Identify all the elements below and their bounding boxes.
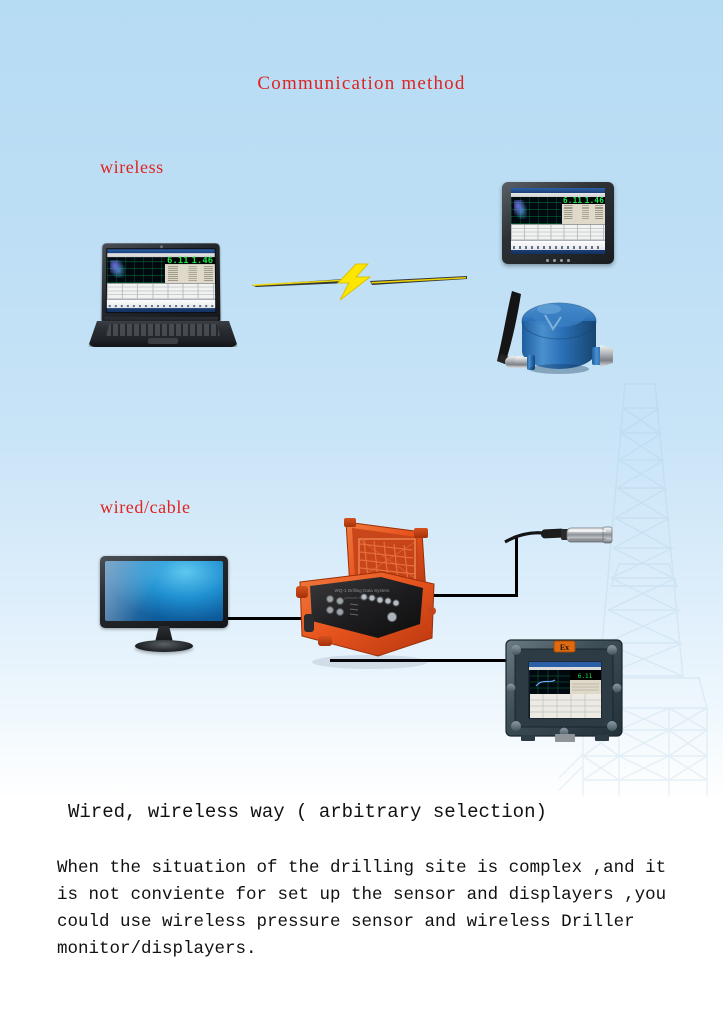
paragraph-line: monitor/displayers. — [57, 939, 257, 959]
monitor-mount — [555, 734, 575, 742]
param-row — [563, 205, 603, 207]
monitor-bezel — [100, 556, 228, 628]
chart-trace — [513, 199, 527, 219]
ex-badge — [553, 640, 576, 653]
param-row — [167, 269, 213, 271]
param-row — [563, 213, 603, 216]
param-row — [167, 271, 213, 273]
app-data-table — [511, 223, 605, 241]
page-title: Communication method — [257, 73, 466, 94]
case-latch — [344, 518, 356, 527]
cable-monitor-to-case — [224, 617, 312, 620]
tablet-button-dot — [560, 259, 563, 262]
paragraph-line: When the situation of the drilling site … — [57, 858, 667, 878]
param-row — [167, 267, 213, 269]
readout-value-right: 1.46 — [584, 195, 604, 205]
monitor-neck — [155, 626, 173, 642]
app-body: 6.11 1.46 — [106, 256, 216, 283]
svg-text:WQ-1 Drilling Data System: WQ-1 Drilling Data System — [335, 588, 390, 593]
app-digital-readout: 6.11 1.46 — [165, 256, 215, 266]
data-acquisition-case: WQ-1 Drilling Data System pressure monit… — [286, 516, 438, 676]
cable-case-to-pressure-sensor-riser — [515, 538, 518, 597]
svg-text:Ex: Ex — [560, 643, 569, 652]
sensor-body — [566, 527, 608, 543]
tablet-button-dot — [553, 259, 556, 262]
case-latch — [414, 528, 428, 538]
case-latch — [296, 586, 308, 598]
laptop-lid: 6.11 1.46 — [101, 243, 221, 322]
app-parameter-rows — [562, 204, 605, 224]
lightning-bolt-icon — [336, 263, 372, 301]
app-timeline-strip — [106, 299, 216, 309]
drilling-rig-watermark — [558, 378, 723, 798]
paragraph-line: is not conviente for set up the sensor a… — [57, 885, 667, 905]
param-row — [563, 209, 603, 211]
monitor-base — [135, 640, 193, 652]
param-row — [167, 265, 213, 267]
app-chart-panel — [511, 196, 562, 224]
monitoring-app-screen: 6.11 1.46 — [511, 188, 605, 254]
param-row — [563, 207, 603, 209]
case-control-panel — [310, 577, 423, 638]
laptop-touchpad — [148, 338, 178, 344]
param-row — [563, 218, 603, 220]
cable-case-to-pressure-sensor — [420, 594, 518, 597]
app-digital-readout: 6.11 1.46 — [561, 195, 605, 205]
param-row — [167, 275, 213, 277]
monitor-screen — [105, 561, 223, 621]
app-data-panel: 6.11 1.46 — [561, 195, 605, 224]
sensor-cable — [504, 531, 544, 544]
app-parameter-rows — [165, 264, 215, 283]
wireless-signal — [252, 262, 467, 302]
cable-pressure-sensor — [503, 524, 615, 560]
app-data-table — [106, 282, 216, 300]
param-row — [167, 273, 213, 275]
param-row — [563, 216, 603, 218]
tablet-frame: 6.11 1.46 — [502, 182, 614, 264]
laptop-keyboard — [106, 324, 220, 336]
svg-text:6.11: 6.11 — [578, 673, 593, 680]
tablet-button-dot — [546, 259, 549, 262]
monitoring-app-screen: 6.11 1.46 — [106, 249, 216, 313]
app-data-panel: 6.11 1.46 — [165, 256, 216, 283]
laptop-hinge — [104, 317, 218, 323]
param-row — [167, 279, 213, 281]
laptop: 6.11 1.46 — [88, 243, 238, 351]
case-handle — [304, 614, 314, 632]
wireless-pressure-sensor — [487, 285, 615, 385]
antenna-icon — [497, 291, 521, 364]
paragraph-line: could use wireless pressure sensor and w… — [57, 912, 635, 932]
app-toolbar — [511, 192, 605, 197]
case-connectors — [326, 593, 400, 623]
param-row — [563, 211, 603, 213]
app-chart-panel — [106, 257, 166, 283]
label-wireless: wireless — [100, 157, 164, 177]
param-row — [167, 277, 213, 279]
readout-value-left: 6.11 — [562, 195, 583, 205]
app-titlebar — [511, 188, 605, 193]
caption-paragraph: When the situation of the drilling site … — [57, 855, 667, 963]
app-statusbar — [511, 250, 605, 254]
chart-trace — [110, 260, 126, 279]
label-wired-cable: wired/cable — [100, 497, 191, 517]
laptop-screen: 6.11 1.46 — [105, 248, 217, 314]
caption-headline: Wired, wireless way ( arbitrary selectio… — [68, 801, 547, 823]
app-timeline-strip — [511, 240, 605, 251]
tablet-button-dot — [567, 259, 570, 262]
tablet-screen: 6.11 1.46 — [511, 188, 605, 254]
explosion-proof-driller-monitor: Ex 6.11 — [503, 636, 625, 746]
app-statusbar — [106, 308, 216, 313]
lcd-monitor — [100, 556, 228, 656]
tablet-display: 6.11 1.46 — [502, 182, 614, 264]
tablet-buttons[interactable] — [546, 259, 570, 262]
case-latch — [318, 636, 332, 646]
cable-case-to-ex-monitor — [330, 659, 515, 662]
app-body: 6.11 1.46 — [511, 195, 605, 224]
